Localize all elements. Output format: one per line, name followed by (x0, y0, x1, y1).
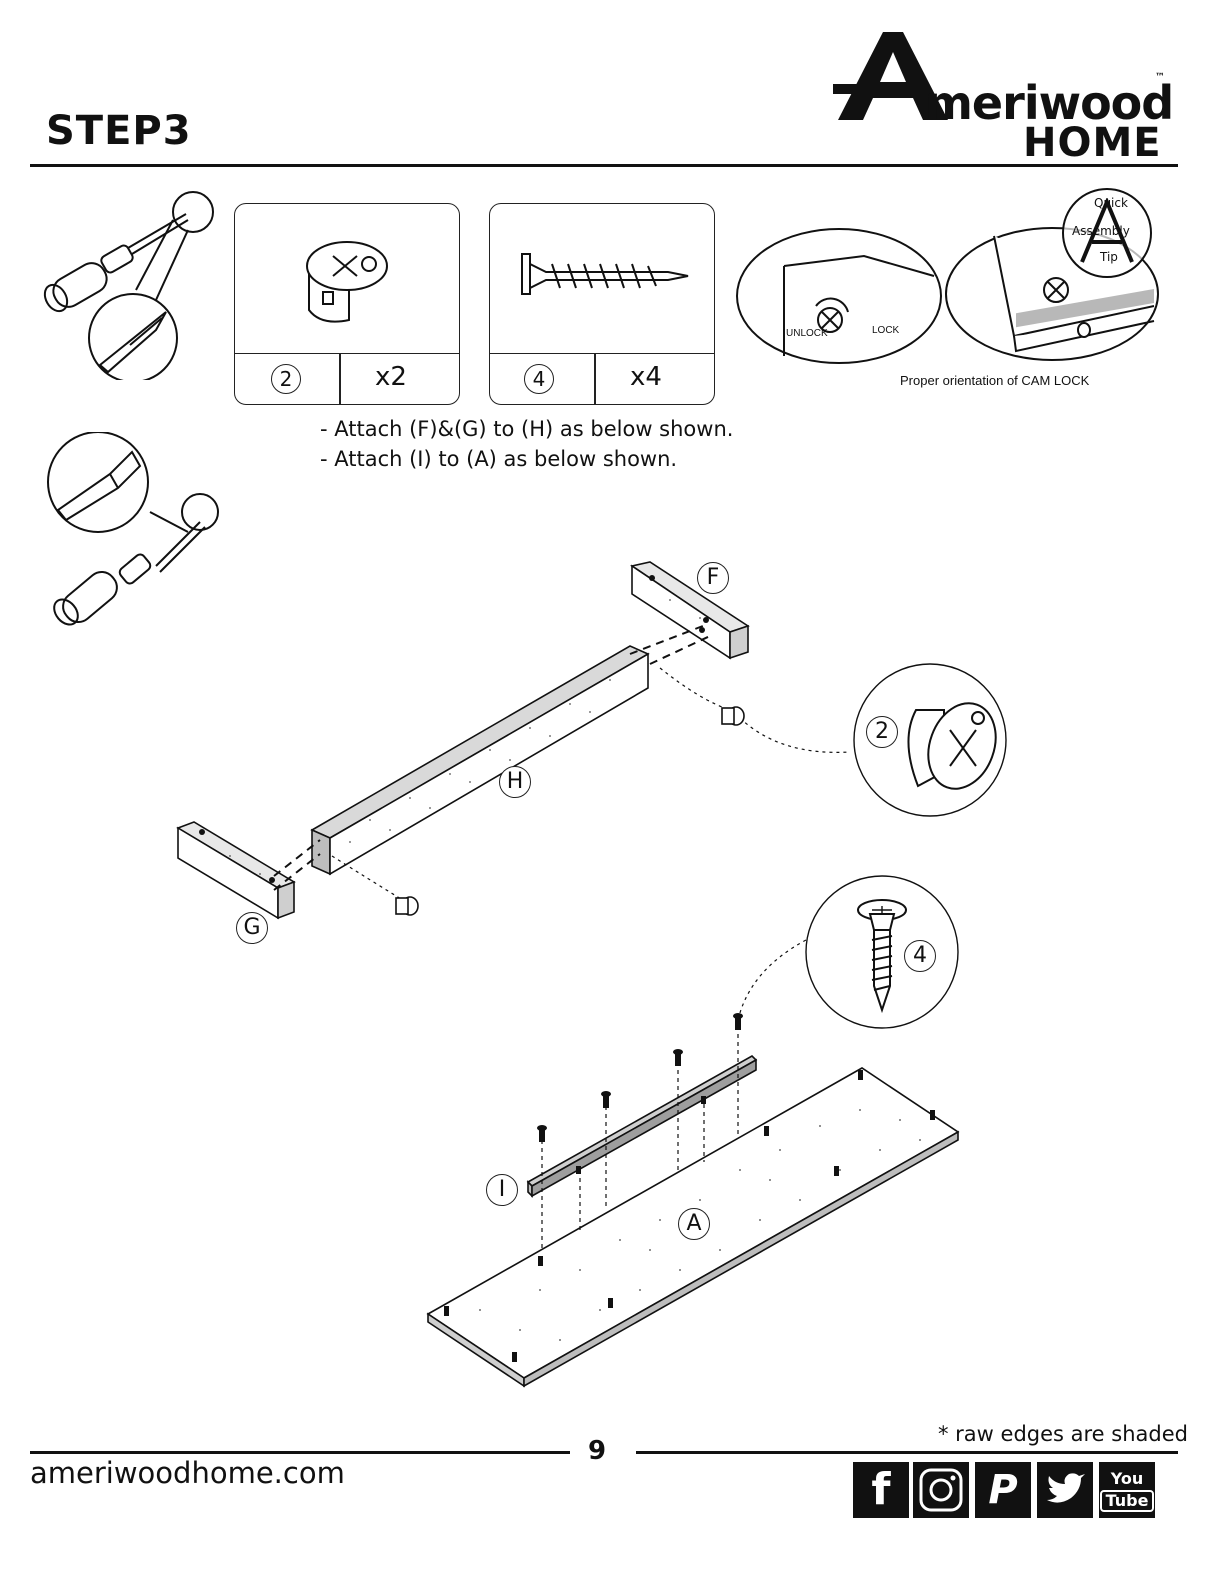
hardware-box-screw: 4 x4 (489, 203, 715, 405)
pinterest-glyph: P (988, 1467, 1017, 1513)
cam-callout-number: 2 (866, 716, 898, 748)
facebook-icon[interactable]: f (853, 1462, 909, 1518)
youtube-glyph-top: You (1099, 1470, 1155, 1488)
brand-tm: ™ (1155, 72, 1165, 83)
lock-label: LOCK (872, 325, 899, 336)
page-number: 9 (588, 1436, 606, 1466)
cam-lock-orientation-left-icon (734, 226, 944, 366)
cam-lock-icon (297, 230, 397, 330)
step-title: STEP3 (46, 108, 192, 154)
screw-icon (518, 248, 693, 308)
unlock-label: UNLOCK (786, 328, 828, 339)
panel-label-g: G (236, 912, 268, 944)
instagram-glyph (913, 1462, 969, 1518)
instruction-line: - Attach (F)&(G) to (H) as below shown. (320, 414, 733, 444)
badge-line3: Tip (1100, 250, 1118, 264)
header-divider (30, 164, 1178, 167)
youtube-icon[interactable]: You Tube (1099, 1462, 1155, 1518)
pinterest-icon[interactable]: P (975, 1462, 1031, 1518)
panel-label-i: I (486, 1174, 518, 1206)
instagram-icon[interactable] (913, 1462, 969, 1518)
footer-divider-left (30, 1451, 570, 1454)
cam-lock-caption: Proper orientation of CAM LOCK (900, 373, 1089, 388)
part-number: 4 (524, 364, 554, 394)
badge-line2: Assembly (1072, 224, 1130, 238)
part-quantity: x4 (630, 362, 662, 392)
brand-sub: HOME (1023, 120, 1162, 166)
assembly-diagram-ia (420, 870, 980, 1390)
panel-label-a: A (678, 1208, 710, 1240)
part-number: 2 (271, 364, 301, 394)
badge-line1: Quick (1094, 196, 1128, 210)
ameriwood-home-logo: meriwood ™ HOME (833, 32, 1173, 162)
quick-assembly-tip-badge: Quick Assembly Tip (1062, 188, 1152, 278)
phillips-screwdriver-icon (38, 180, 228, 380)
twitter-glyph (1037, 1462, 1093, 1518)
facebook-glyph: f (871, 1464, 890, 1515)
part-quantity: x2 (375, 362, 407, 392)
raw-edges-note: * raw edges are shaded (938, 1422, 1188, 1446)
hardware-box-cam-lock: 2 x2 (234, 203, 460, 405)
panel-label-f: F (697, 562, 729, 594)
screw-callout-number: 4 (904, 940, 936, 972)
hardware-row: 2 x2 (235, 353, 459, 404)
website-link[interactable]: ameriwoodhome.com (30, 1456, 345, 1490)
instruction-line: - Attach (I) to (A) as below shown. (320, 444, 733, 474)
footer-divider-right (636, 1451, 1178, 1454)
panel-label-h: H (499, 766, 531, 798)
twitter-icon[interactable] (1037, 1462, 1093, 1518)
hardware-row: 4 x4 (490, 353, 714, 404)
instruction-list: - Attach (F)&(G) to (H) as below shown. … (320, 414, 733, 474)
youtube-glyph-bottom: Tube (1100, 1490, 1155, 1512)
